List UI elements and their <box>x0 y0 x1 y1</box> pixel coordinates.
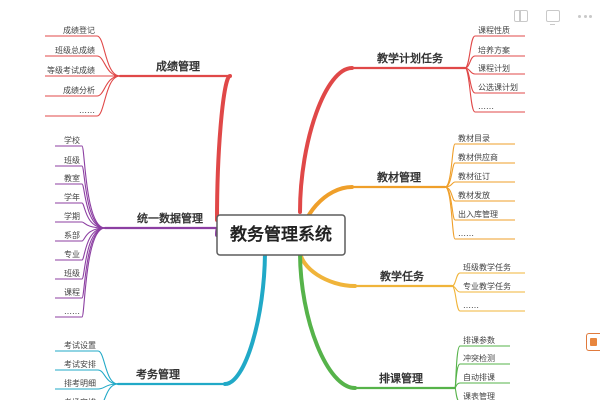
leaf-node[interactable]: 班级教学任务 <box>463 262 511 272</box>
leaf-node[interactable]: 排课参数 <box>463 335 495 345</box>
leaf-node[interactable]: 教材征订 <box>458 171 490 181</box>
leaf-node[interactable]: 成绩分析 <box>63 85 95 95</box>
branch-connector <box>223 248 267 386</box>
leaf-node[interactable]: 考试设置 <box>64 340 96 350</box>
leaf-node[interactable]: …… <box>463 301 479 310</box>
leaf-node[interactable]: 自动排课 <box>463 372 495 382</box>
leaf-connector <box>96 75 121 97</box>
leaf-node[interactable]: 出入库管理 <box>458 209 498 219</box>
branch-connector <box>298 250 357 390</box>
leaf-connector <box>81 227 106 318</box>
leaf-node[interactable]: …… <box>79 106 95 115</box>
leaf-connector <box>464 67 476 113</box>
screen-icon[interactable] <box>546 10 560 25</box>
leaf-connector <box>444 143 456 188</box>
leaf-connector <box>81 227 106 261</box>
leaf-connector <box>81 145 106 229</box>
leaf-node[interactable]: 学期 <box>64 211 80 221</box>
leaf-connector <box>81 202 106 229</box>
leaf-node[interactable]: 学年 <box>64 192 80 202</box>
branch-connector <box>298 66 354 214</box>
leaf-node[interactable]: 教材发放 <box>458 190 490 200</box>
branch-label[interactable]: 成绩管理 <box>156 59 200 73</box>
leaf-node[interactable]: 教材供应商 <box>458 152 498 162</box>
view-toolbar <box>514 10 592 25</box>
leaf-node[interactable]: 课表管理 <box>463 391 495 400</box>
leaf-connector <box>451 272 461 287</box>
leaf-connector <box>451 285 461 312</box>
leaf-node[interactable]: 专业教学任务 <box>463 281 511 291</box>
branch-label[interactable]: 考务管理 <box>136 367 180 381</box>
leaf-node[interactable]: 课程 <box>64 288 80 297</box>
leaf-node[interactable]: 班级 <box>64 155 80 165</box>
leaf-node[interactable]: 考试安排 <box>64 359 96 369</box>
leaf-node[interactable]: 专业 <box>64 249 80 259</box>
leaf-node[interactable]: 班级 <box>64 268 80 278</box>
branch-1[interactable]: 统一数据管理学校班级教室学年学期系部专业班级课程…… <box>55 135 220 318</box>
leaf-node[interactable]: 排考明细 <box>64 378 96 388</box>
leaf-node[interactable]: 教材目录 <box>458 133 490 143</box>
leaf-node[interactable]: 班级总成绩 <box>55 45 95 55</box>
branch-connector <box>215 74 232 222</box>
leaf-node[interactable]: 冲突检测 <box>463 353 495 363</box>
leaf-node[interactable]: …… <box>458 229 474 238</box>
leaf-node[interactable]: 培养方案 <box>478 45 510 55</box>
leaf-connector <box>103 383 119 400</box>
branch-label[interactable]: 教学计划任务 <box>376 51 444 65</box>
leaf-node[interactable]: 成绩登记 <box>63 25 95 35</box>
leaf-node[interactable]: 等级考试成绩 <box>47 65 95 75</box>
leaf-node[interactable]: 考场安排 <box>64 397 96 400</box>
central-node-box <box>216 214 346 256</box>
leaf-connector <box>81 183 106 229</box>
more-icon[interactable] <box>578 10 592 22</box>
leaf-node[interactable]: 公选课计划 <box>478 82 518 92</box>
leaf-node[interactable]: 课程计划 <box>478 63 510 73</box>
leaf-node[interactable]: 学校 <box>64 135 80 145</box>
central-node-label: 教务管理系统 <box>229 224 332 245</box>
branch-label[interactable]: 教学任务 <box>379 269 425 283</box>
leaf-connector <box>444 186 456 240</box>
leaf-connector <box>97 350 119 385</box>
branch-2[interactable]: 考务管理 考试设置考试安排排考明细考场安排 <box>55 248 267 400</box>
leaf-connector <box>96 55 121 77</box>
leaf-connector <box>97 369 119 385</box>
leaf-node[interactable]: …… <box>478 102 494 111</box>
leaf-node[interactable]: …… <box>64 307 80 316</box>
leaf-node[interactable]: 系部 <box>64 230 80 240</box>
leaf-connector <box>454 387 459 400</box>
central-node[interactable]: 教务管理系统 <box>216 214 346 256</box>
leaf-node[interactable]: 课程性质 <box>478 25 510 35</box>
leaf-connector <box>96 75 121 117</box>
layout-icon[interactable] <box>514 10 528 22</box>
branch-label[interactable]: 排课管理 <box>379 371 423 385</box>
leaf-node[interactable]: 教室 <box>64 173 80 183</box>
leaf-connector <box>444 162 456 188</box>
branch-label[interactable]: 统一数据管理 <box>137 211 203 225</box>
branch-label[interactable]: 教材管理 <box>376 170 421 184</box>
leaf-connector <box>96 35 121 77</box>
feedback-icon[interactable] <box>586 333 600 351</box>
